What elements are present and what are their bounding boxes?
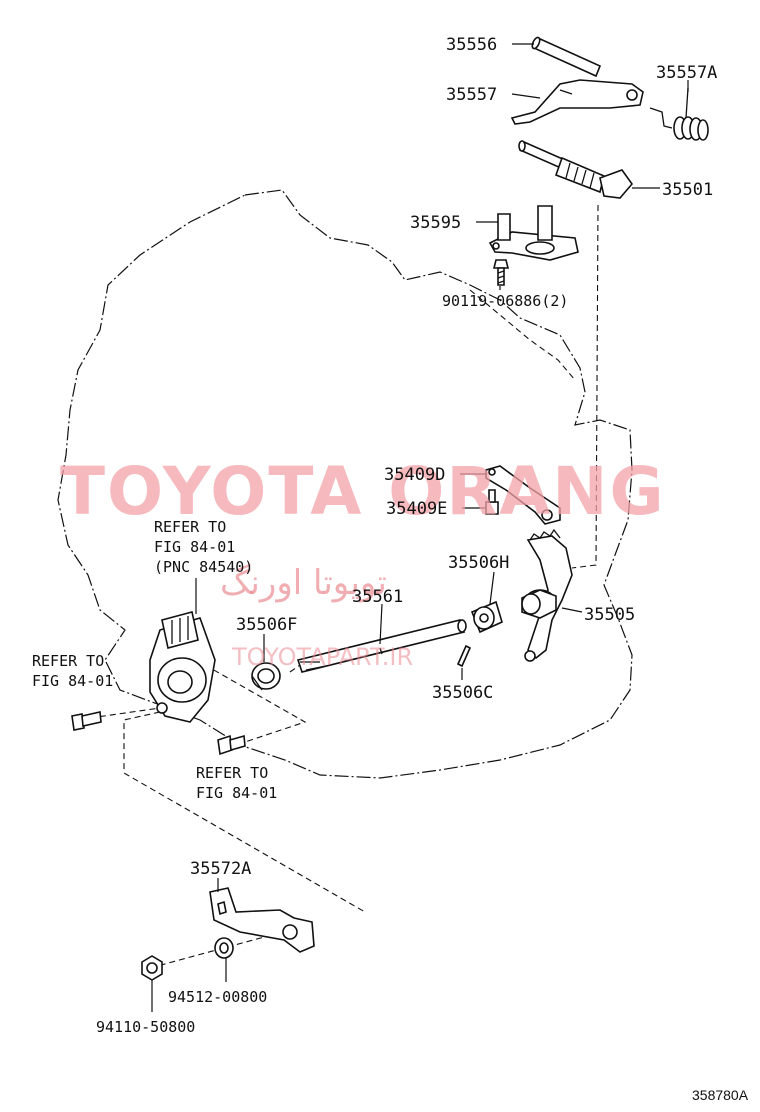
watermark-persian: تویوتا اورنگ xyxy=(220,563,387,603)
assembly-line-switch-bolt xyxy=(89,707,161,719)
label-35409D: 35409D xyxy=(384,465,445,485)
neutral-start-switch xyxy=(149,611,216,723)
switch-bolt-left xyxy=(71,711,102,731)
part-35561-shaft xyxy=(296,619,467,673)
assembly-line-bracket xyxy=(469,289,576,381)
switch-bolt-lower xyxy=(217,734,246,756)
label-35557A: 35557A xyxy=(656,63,717,83)
ref-left-line-2: FIG 84-01 xyxy=(32,672,113,690)
watermark-site: TOYOTAPART.IR xyxy=(231,643,413,671)
leader-35557 xyxy=(511,93,541,99)
ref-switch-line-3: (PNC 84540) xyxy=(154,558,253,576)
label-35501: 35501 xyxy=(662,180,713,200)
label-94110: 94110-50800 xyxy=(96,1018,195,1036)
label-90119: 90119-06886(2) xyxy=(442,292,568,310)
label-35409E: 35409E xyxy=(386,499,447,519)
part-94110-nut xyxy=(141,955,163,981)
part-35556-pin xyxy=(531,36,602,78)
part-35557-lever xyxy=(510,79,644,125)
part-90119-bolt xyxy=(492,259,510,286)
assembly-line-shaft xyxy=(289,664,301,673)
part-35595-bracket xyxy=(488,205,579,261)
part-35409E-bolt xyxy=(485,489,499,515)
ref-switch-line-2: FIG 84-01 xyxy=(154,538,235,556)
leader-35505 xyxy=(561,607,583,613)
label-35595: 35595 xyxy=(410,213,461,233)
leader-35561 xyxy=(379,603,383,645)
ref-left-line-1: REFER TO xyxy=(32,652,104,670)
watermark-title: TOYOTA ORANG xyxy=(60,453,666,530)
label-35505: 35505 xyxy=(584,605,635,625)
label-35506H: 35506H xyxy=(448,553,509,573)
part-35557A-spring xyxy=(649,87,709,141)
part-94512-washer xyxy=(214,937,234,959)
part-35506F-seal xyxy=(251,662,281,691)
ref-lower-line-1: REFER TO xyxy=(196,764,268,782)
part-35505-lever xyxy=(521,528,573,662)
leader-35506H xyxy=(489,571,495,605)
label-35557: 35557 xyxy=(446,85,497,105)
label-35506F: 35506F xyxy=(236,615,297,635)
part-35572A-lever xyxy=(209,887,315,953)
part-35506H-collar xyxy=(470,600,503,634)
part-35506C-pin xyxy=(456,644,472,668)
assembly-line-switch-lower xyxy=(123,711,366,913)
label-94512: 94512-00800 xyxy=(168,988,267,1006)
part-35501-rod xyxy=(518,140,634,199)
label-35561: 35561 xyxy=(352,587,403,607)
assembly-line-switch-right xyxy=(204,664,307,743)
assembly-line-rod-to-lever xyxy=(571,204,599,569)
transaxle-housing-outline xyxy=(57,189,633,779)
label-35572A: 35572A xyxy=(190,859,251,879)
figure-number: 358780A xyxy=(692,1087,749,1103)
label-35556: 35556 xyxy=(446,35,497,55)
ref-lower-line-2: FIG 84-01 xyxy=(196,784,277,802)
ref-switch-line-1: REFER TO xyxy=(154,518,226,536)
label-35506C: 35506C xyxy=(432,683,493,703)
part-35409D-plate xyxy=(485,465,561,525)
